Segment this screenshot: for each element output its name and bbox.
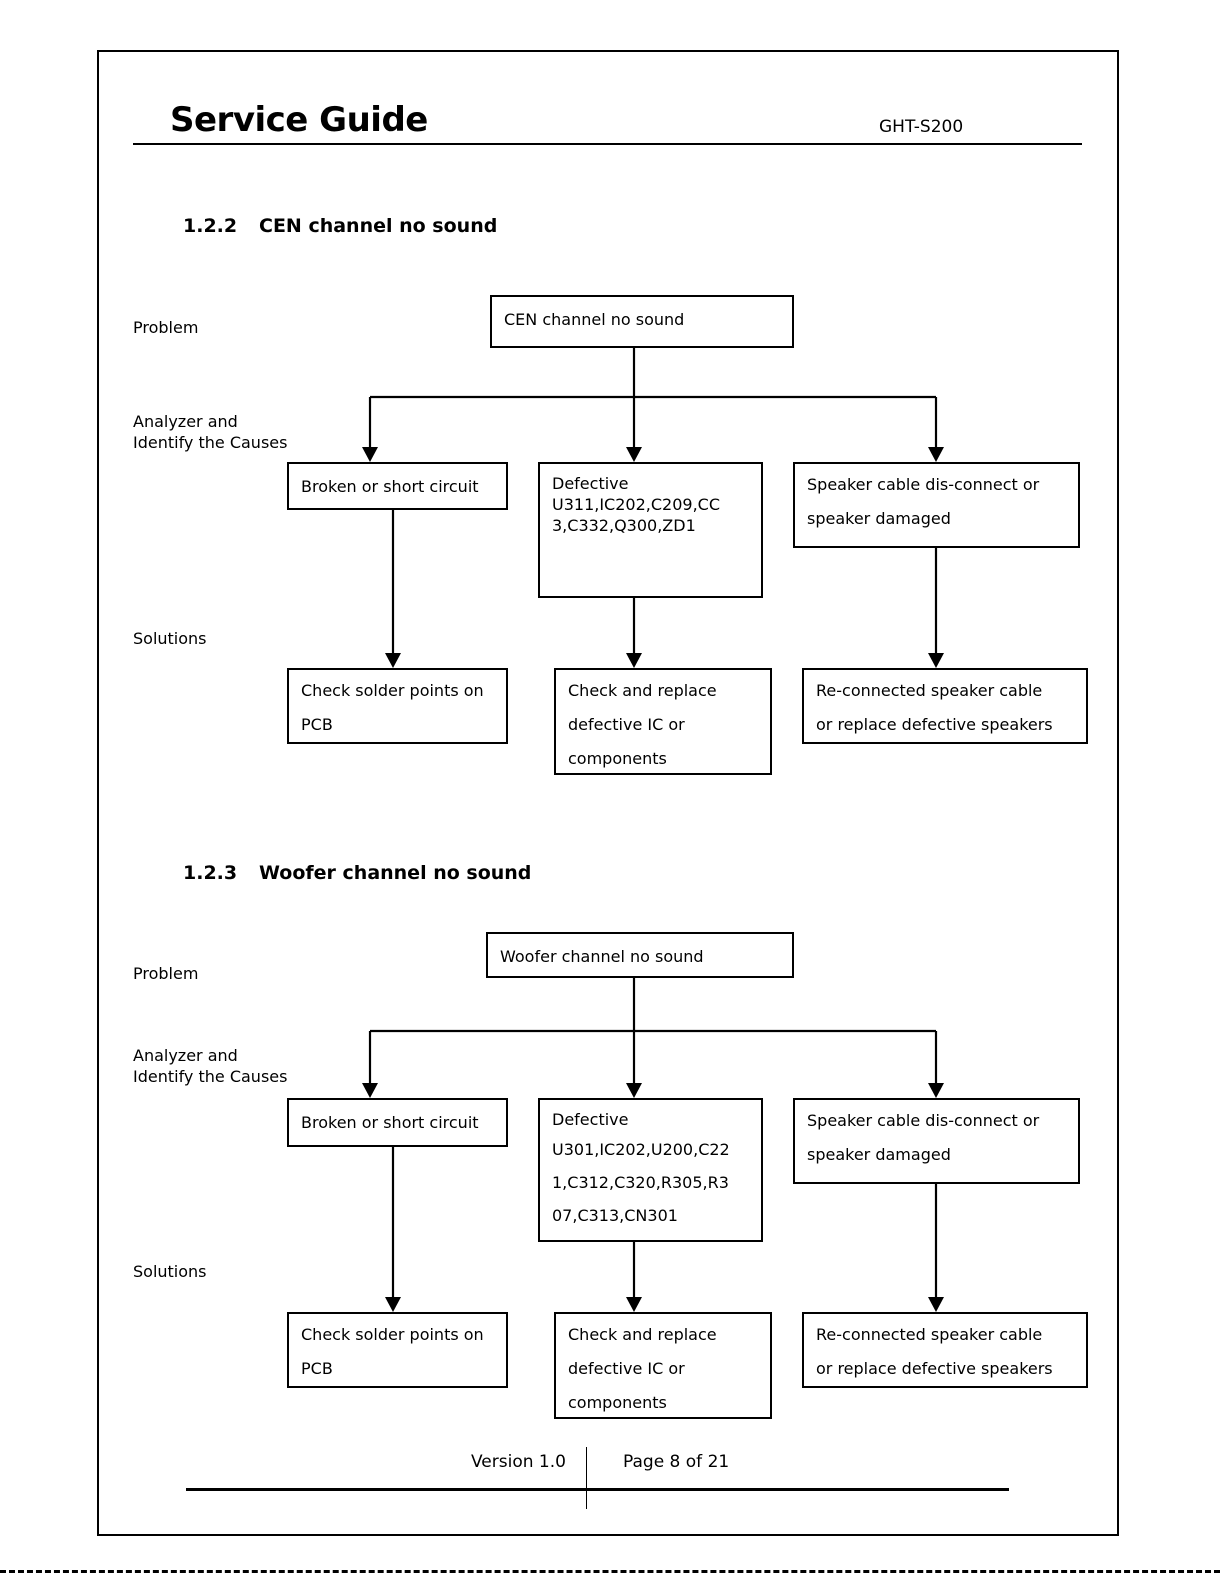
cause-box-2-3: Speaker cable dis-connect or speaker dam…: [793, 1098, 1080, 1184]
footer-version: Version 1.0: [471, 1452, 566, 1472]
page-title: Service Guide: [170, 100, 428, 140]
cause-box-1-3-line-0: Speaker cable dis-connect or: [807, 475, 1040, 494]
solution-box-1-2-line-2: components: [568, 749, 667, 768]
solution-box-2-1-line-1: PCB: [301, 1359, 333, 1378]
cause-box-2-2-line-0: Defective: [552, 1110, 629, 1129]
solution-box-2-2-line-0: Check and replace: [568, 1325, 717, 1344]
cause-box-2-3-line-1: speaker damaged: [807, 1145, 951, 1164]
cause-box-1-2-line-1: U311,IC202,C209,CC: [552, 495, 720, 514]
row-label-problem-2: Problem: [133, 964, 199, 983]
cause-box-2-2-line-2: 1,C312,C320,R305,R3: [552, 1173, 729, 1192]
cause-box-2-2-line-1: U301,IC202,U200,C22: [552, 1140, 730, 1159]
cause-box-1-3-line-1: speaker damaged: [807, 509, 951, 528]
solution-box-1-1: Check solder points on PCB: [287, 668, 508, 744]
cause-box-1-1: Broken or short circuit: [287, 462, 508, 510]
section-number-2: 1.2.3: [183, 862, 238, 884]
footer-rule: [186, 1488, 1009, 1491]
problem-box-2: Woofer channel no sound: [486, 932, 794, 978]
solution-box-2-3-line-0: Re-connected speaker cable: [816, 1325, 1043, 1344]
cause-box-1-2-line-2: 3,C332,Q300,ZD1: [552, 516, 696, 535]
problem-box-1-line-0: CEN channel no sound: [504, 310, 685, 329]
row-label-problem-1: Problem: [133, 318, 199, 337]
cause-box-1-3: Speaker cable dis-connect or speaker dam…: [793, 462, 1080, 548]
section-heading-122: 1.2.2 CEN channel no sound: [183, 215, 497, 237]
problem-box-1: CEN channel no sound: [490, 295, 794, 348]
solution-box-2-2: Check and replace defective IC or compon…: [554, 1312, 772, 1419]
solution-box-1-1-line-0: Check solder points on: [301, 681, 484, 700]
problem-box-2-line-0: Woofer channel no sound: [500, 947, 704, 966]
solution-box-2-1: Check solder points on PCB: [287, 1312, 508, 1388]
solution-box-1-2-line-0: Check and replace: [568, 681, 717, 700]
cause-box-1-2: Defective U311,IC202,C209,CC 3,C332,Q300…: [538, 462, 763, 598]
solution-box-1-1-line-1: PCB: [301, 715, 333, 734]
footer-tick-mark: [586, 1447, 587, 1509]
solution-box-1-3-line-0: Re-connected speaker cable: [816, 681, 1043, 700]
solution-box-2-2-line-1: defective IC or: [568, 1359, 685, 1378]
section-heading-123: 1.2.3 Woofer channel no sound: [183, 862, 531, 884]
solution-box-1-2: Check and replace defective IC or compon…: [554, 668, 772, 775]
section-title: CEN channel no sound: [259, 215, 498, 237]
solution-box-1-2-line-1: defective IC or: [568, 715, 685, 734]
bottom-dashed-rule: [0, 1570, 1220, 1573]
solution-box-2-1-line-0: Check solder points on: [301, 1325, 484, 1344]
cause-box-2-2: Defective U301,IC202,U200,C22 1,C312,C32…: [538, 1098, 763, 1242]
model-number: GHT-S200: [879, 117, 964, 137]
footer-page-number: Page 8 of 21: [623, 1452, 730, 1472]
solution-box-2-3-line-1: or replace defective speakers: [816, 1359, 1053, 1378]
page-border: [97, 50, 1119, 1536]
cause-box-2-3-line-0: Speaker cable dis-connect or: [807, 1111, 1040, 1130]
solution-box-1-3-line-1: or replace defective speakers: [816, 715, 1053, 734]
cause-box-1-1-line-0: Broken or short circuit: [301, 477, 479, 496]
cause-box-2-2-line-3: 07,C313,CN301: [552, 1206, 678, 1225]
row-label-analyze-2: Analyzer and Identify the Causes: [133, 1046, 288, 1086]
solution-box-1-3: Re-connected speaker cable or replace de…: [802, 668, 1088, 744]
cause-box-1-2-line-0: Defective: [552, 474, 629, 493]
solution-box-2-2-line-2: components: [568, 1393, 667, 1412]
header-rule: [133, 143, 1082, 145]
row-label-solutions-1: Solutions: [133, 629, 207, 648]
cause-box-2-1-line-0: Broken or short circuit: [301, 1113, 479, 1132]
section-number: 1.2.2: [183, 215, 238, 237]
section-title-2: Woofer channel no sound: [259, 862, 532, 884]
row-label-analyze-1: Analyzer and Identify the Causes: [133, 412, 288, 452]
solution-box-2-3: Re-connected speaker cable or replace de…: [802, 1312, 1088, 1388]
row-label-solutions-2: Solutions: [133, 1262, 207, 1281]
cause-box-2-1: Broken or short circuit: [287, 1098, 508, 1147]
